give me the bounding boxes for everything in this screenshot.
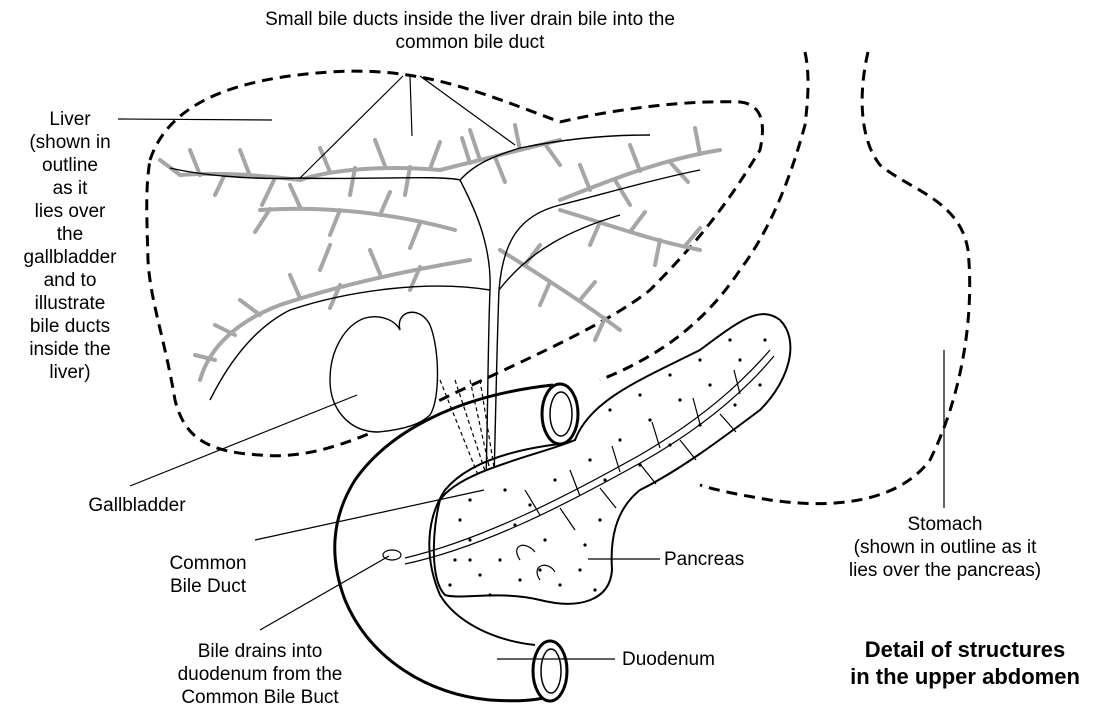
label-bile-drains-line2: duodenum from the [160, 663, 360, 686]
label-duodenum: Duodenum [622, 648, 752, 671]
label-liver-line: illustrate [6, 292, 134, 315]
label-small-bile-ducts-line1: Small bile ducts inside the liver drain … [190, 8, 750, 31]
label-stomach: Stomach (shown in outline as it lies ove… [830, 513, 1060, 582]
label-small-bile-ducts: Small bile ducts inside the liver drain … [190, 8, 750, 54]
label-liver-line: Liver [6, 108, 134, 131]
label-stomach-line3: lies over the pancreas) [830, 559, 1060, 582]
duodenum-upper-lumen [550, 392, 572, 436]
label-bile-drains: Bile drains into duodenum from the Commo… [160, 640, 360, 709]
label-liver-line: lies over [6, 200, 134, 223]
label-liver-line: the [6, 223, 134, 246]
label-stomach-line1: Stomach [830, 513, 1060, 536]
label-duodenum-text: Duodenum [622, 648, 752, 671]
label-pancreas: Pancreas [664, 548, 784, 571]
label-liver-line: and to [6, 269, 134, 292]
label-bile-drains-line3: Common Bile Buct [160, 686, 360, 709]
label-liver-line: inside the [6, 338, 134, 361]
label-small-bile-ducts-line2: common bile duct [190, 31, 750, 54]
label-liver-line: bile ducts [6, 315, 134, 338]
diagram-title-line2: in the upper abdomen [815, 663, 1115, 690]
label-gallbladder-text: Gallbladder [62, 494, 212, 517]
duodenum-lower-lumen [541, 649, 561, 693]
diagram-title: Detail of structures in the upper abdome… [815, 636, 1115, 690]
stomach-outline-lower [700, 52, 970, 504]
label-bile-drains-line1: Bile drains into [160, 640, 360, 663]
diagram-title-line1: Detail of structures [815, 636, 1115, 663]
gallbladder-shape [330, 312, 438, 432]
label-stomach-line2: (shown in outline as it [830, 536, 1060, 559]
label-liver-line: as it [6, 177, 134, 200]
label-common-bile-duct-line2: Bile Duct [148, 575, 268, 598]
label-common-bile-duct-line1: Common [148, 552, 268, 575]
label-liver-line: outline [6, 154, 134, 177]
label-liver-line: gallbladder [6, 246, 134, 269]
label-pancreas-text: Pancreas [664, 548, 784, 571]
label-liver-line: liver) [6, 361, 134, 384]
label-liver: Liver (shown in outline as it lies over … [6, 108, 134, 384]
intrahepatic-ducts [160, 125, 720, 380]
label-common-bile-duct: Common Bile Duct [148, 552, 268, 598]
label-liver-line: (shown in [6, 131, 134, 154]
label-gallbladder: Gallbladder [62, 494, 212, 517]
